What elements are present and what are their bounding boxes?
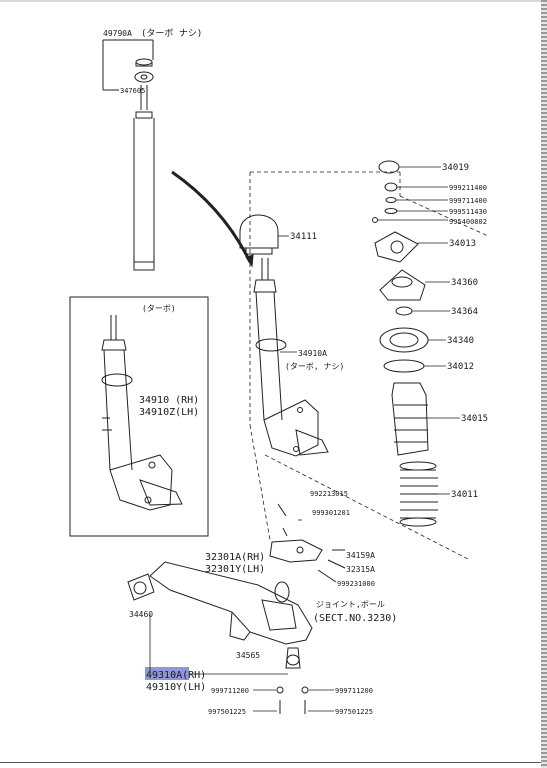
label-999511430: 999511430: [449, 208, 487, 216]
mount-stack: [372, 160, 438, 527]
label-34910Z: 34910Z(LH): [139, 407, 199, 418]
label-997501225-right: 997501225: [335, 708, 373, 716]
bottom-rule: [0, 762, 541, 763]
turbo-strut-34910: [101, 315, 183, 511]
label-34015: 34015: [461, 414, 488, 424]
label-32301A: 32301A(RH): [205, 552, 265, 563]
label-34340: 34340: [447, 336, 474, 346]
label-34019: 34019: [442, 163, 469, 173]
label-997501225-left: 997501225: [208, 708, 246, 716]
label-34364: 34364: [451, 307, 478, 317]
label-34910: 34910 (RH): [139, 395, 199, 406]
label-999231000: 999231000: [337, 580, 375, 588]
label-49310A: 49310A(RH): [146, 670, 206, 681]
label-34159A: 34159A: [346, 551, 375, 560]
top-edge-line: [0, 0, 547, 2]
label-34011: 34011: [451, 490, 478, 500]
label-49790A: 49790A: [103, 29, 132, 38]
label-999211400: 999211400: [449, 184, 487, 192]
label-joint-note: ジョイント,ボール: [316, 600, 385, 609]
label-49310Y: 49310Y(LH): [146, 682, 206, 693]
label-999711200-left: 999711200: [211, 687, 249, 695]
label-34565: 34565: [236, 651, 260, 660]
label-34910A-note: (ターボ, ナシ): [285, 362, 344, 371]
label-32315A: 32315A: [346, 565, 375, 574]
label-34013: 34013: [449, 239, 476, 249]
label-inset-note: (ターボ): [142, 304, 176, 313]
label-34012: 34012: [447, 362, 474, 372]
tie-rod-32301A: [269, 503, 323, 563]
label-34360: 34360: [451, 278, 478, 288]
turbo-inset-frame: [69, 296, 209, 537]
page-edge: [541, 0, 547, 768]
label-34910A: 34910A: [298, 349, 327, 358]
label-34460: 34460: [129, 610, 153, 619]
label-992213015: 992213015: [310, 490, 348, 498]
ball-joint-49310A: [276, 549, 346, 714]
strut-34910A: [239, 214, 329, 457]
label-999711200-right: 999711200: [335, 687, 373, 695]
lower-arm-34460: [127, 561, 313, 645]
label-49790A-note: (ターボ ナシ): [141, 28, 202, 39]
label-995400802: 995400802: [449, 218, 487, 226]
label-999301201: 999301201: [312, 509, 350, 517]
label-34111: 34111: [290, 232, 317, 242]
label-32301Y: 32301Y(LH): [205, 564, 265, 575]
highlight-49310A: [145, 667, 189, 680]
label-999711400: 999711400: [449, 197, 487, 205]
label-347605: 347605: [120, 87, 145, 95]
shock-absorber-49790A: [102, 39, 155, 271]
label-sect-ref: (SECT.NO.3230): [313, 613, 397, 624]
